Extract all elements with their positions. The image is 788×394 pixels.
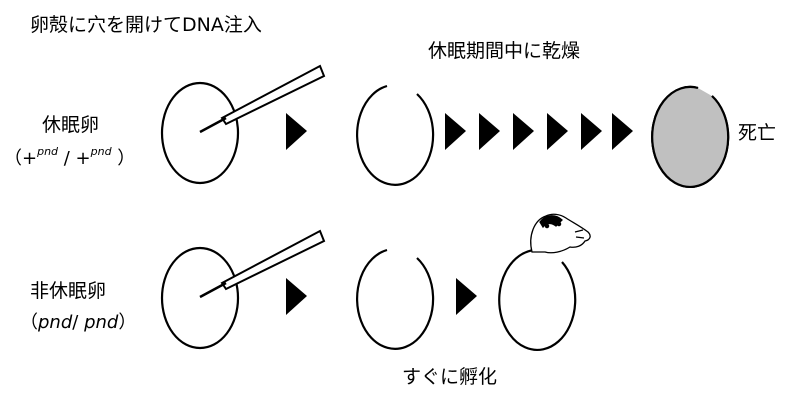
row2-genotype: （pnd/ pnd） — [20, 314, 136, 332]
row2-arrow-2 — [456, 278, 477, 315]
row2-label: 非休眠卵 — [30, 280, 107, 302]
row1-outcome: 死亡 — [738, 122, 777, 144]
row2-egg-holed — [356, 248, 435, 350]
top-caption: 卵殻に穴を開けてDNA注入 — [30, 14, 262, 36]
row2-egg-hatched — [498, 248, 577, 351]
row1-label: 休眠卵 — [42, 114, 100, 136]
row1-geno-open: （+ — [4, 148, 38, 169]
row1-geno-close: ） — [111, 148, 136, 169]
hatch-caption: すぐに孵化 — [402, 366, 498, 388]
row1-egg-holed — [356, 84, 435, 186]
row1-arrow-1 — [286, 113, 307, 150]
row1-geno-mid: / + — [58, 148, 91, 169]
dead-egg-fill — [652, 86, 729, 187]
row1-egg-injected — [160, 81, 240, 185]
dry-caption: 休眠期間中に乾燥 — [428, 40, 581, 62]
row2-geno-mid: / — [72, 312, 85, 333]
row1-geno-sup2: pnd — [90, 145, 112, 158]
row1-genotype: （+pnd / +pnd ） — [4, 146, 135, 168]
row1-arrow-7 — [612, 113, 633, 150]
row1-geno-sup1: pnd — [37, 145, 59, 158]
row1-arrow-4 — [513, 113, 534, 150]
row1-needle — [199, 64, 326, 134]
row2-egg-injected — [160, 246, 240, 350]
row2-arrow-1 — [286, 278, 307, 315]
row1-arrow-2 — [445, 113, 466, 150]
row2-geno-a: pnd — [38, 312, 73, 333]
row2-needle — [199, 229, 326, 299]
row2-geno-close: ） — [118, 312, 137, 333]
row2-geno-open: （ — [20, 312, 38, 333]
row2-geno-b: pnd — [84, 312, 119, 333]
larva-icon — [530, 213, 591, 254]
row1-arrow-3 — [479, 113, 500, 150]
row1-arrow-5 — [547, 113, 568, 150]
row1-arrow-6 — [581, 113, 602, 150]
